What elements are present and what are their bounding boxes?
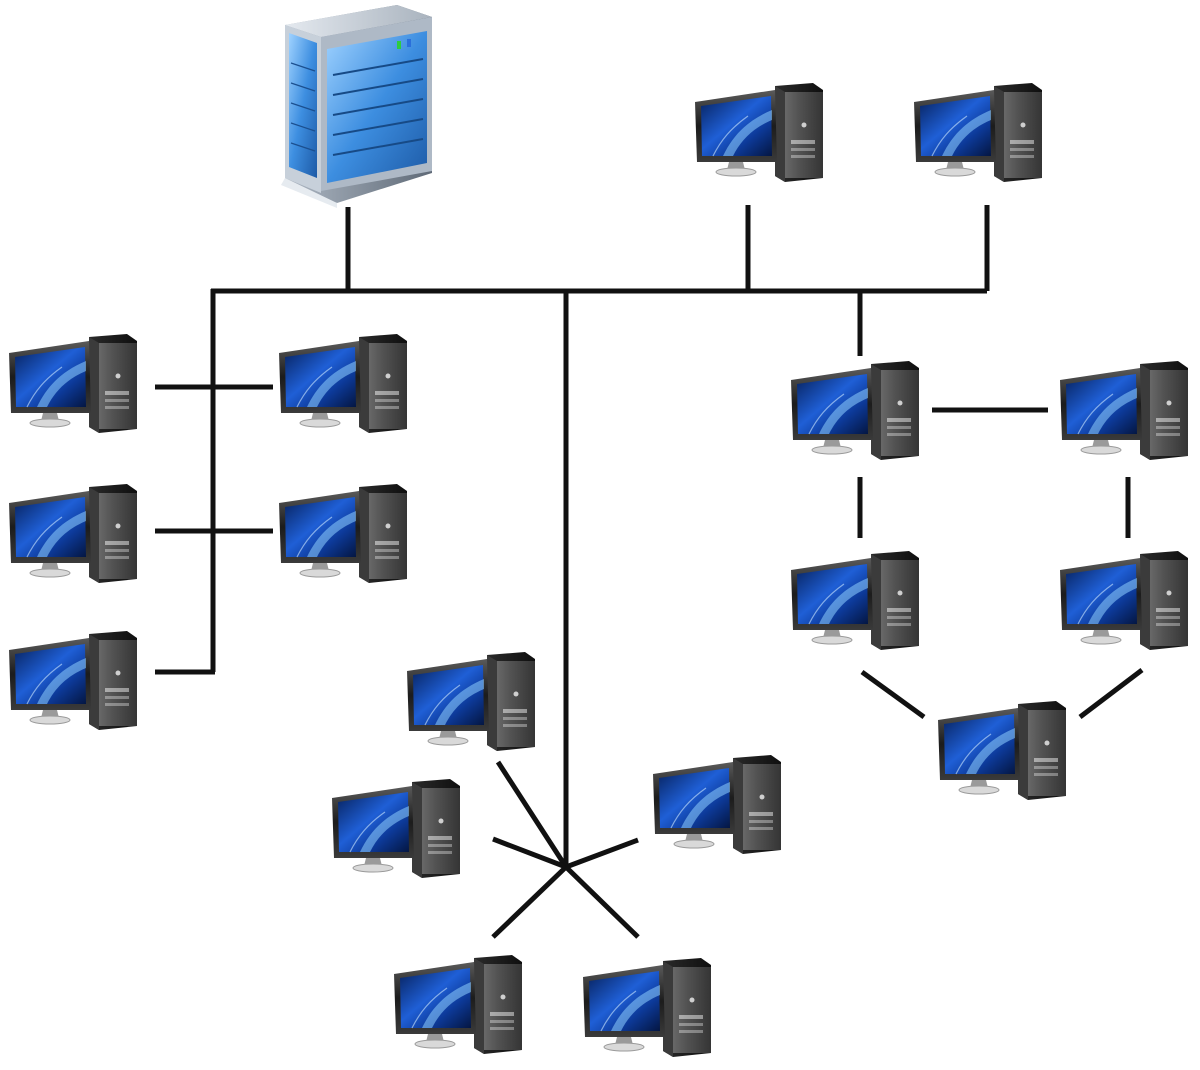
ring-link-bottom-right <box>1078 668 1144 719</box>
desktop-computer-icon <box>8 630 138 731</box>
desktop-computer-icon <box>790 550 920 651</box>
star-spoke-4 <box>491 865 568 939</box>
server-icon <box>280 4 433 208</box>
star-spoke-5 <box>564 865 640 939</box>
desktop-computer-icon <box>582 957 712 1058</box>
desktop-computer-icon <box>278 333 408 434</box>
star-spoke-3 <box>565 837 639 870</box>
star-spoke-1 <box>495 760 569 869</box>
desktop-computer-icon <box>913 82 1043 183</box>
desktop-computer-icon <box>406 651 536 752</box>
desktop-computer-icon <box>1059 360 1189 461</box>
desktop-computer-icon <box>937 700 1067 801</box>
workstations <box>8 82 1189 1058</box>
connection-lines <box>155 205 1144 939</box>
desktop-computer-icon <box>694 82 824 183</box>
desktop-computer-icon <box>278 483 408 584</box>
desktop-computer-icon <box>8 483 138 584</box>
desktop-computer-icon <box>331 778 461 879</box>
desktop-computer-icon <box>652 754 782 855</box>
desktop-computer-icon <box>1059 550 1189 651</box>
star-spoke-2 <box>492 836 567 870</box>
desktop-computer-icon <box>393 954 523 1055</box>
desktop-computer-icon <box>790 360 920 461</box>
desktop-computer-icon <box>8 333 138 434</box>
ring-link-bottom-left <box>860 669 926 720</box>
